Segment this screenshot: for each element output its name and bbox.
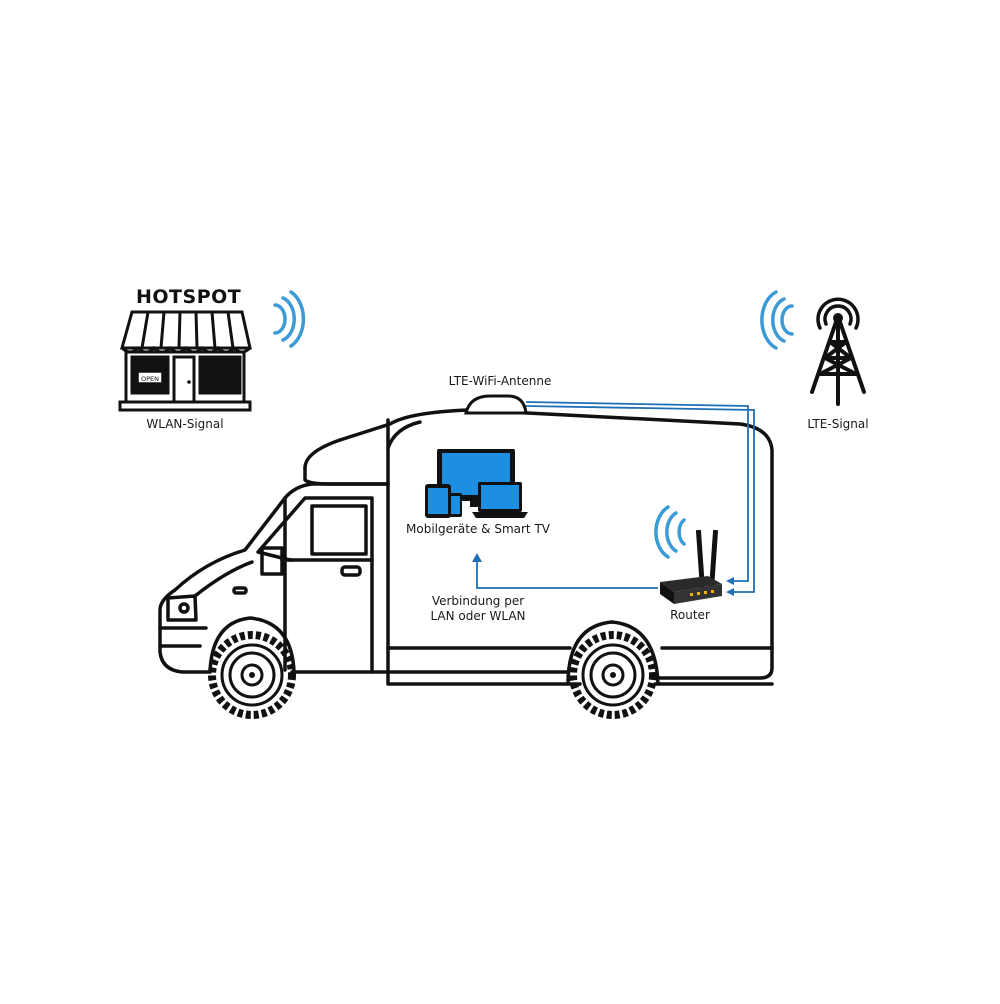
router-label: Router <box>670 608 710 622</box>
wlan-signal-waves-icon <box>273 290 306 348</box>
hotspot-shop-icon <box>118 310 252 412</box>
devices-label: Mobilgeräte & Smart TV <box>406 522 550 536</box>
lte-signal-label: LTE-Signal <box>807 417 869 431</box>
lte-tower-icon <box>760 290 866 406</box>
antenna-label: LTE-WiFi-Antenne <box>448 374 552 388</box>
antenna-cable-lines <box>525 401 755 593</box>
wlan-signal-label: WLAN-Signal <box>146 417 224 431</box>
lte-wifi-antenna-icon <box>464 394 528 415</box>
rear-wheel-icon <box>569 631 657 719</box>
router-signal-waves-icon <box>654 505 686 559</box>
connection-arrow <box>472 553 658 589</box>
hotspot-title: HOTSPOT <box>136 286 242 308</box>
camper-van-outline <box>158 408 774 686</box>
connection-label-line1: Verbindung per <box>431 594 525 608</box>
front-wheel-icon <box>208 631 296 719</box>
devices-icon <box>425 449 528 518</box>
cable-arrowheads-icon <box>726 577 734 596</box>
connection-label-line2: LAN oder WLAN <box>430 609 526 623</box>
hotspot-sign-text: OPEN <box>141 375 159 383</box>
router-icon <box>660 529 722 604</box>
